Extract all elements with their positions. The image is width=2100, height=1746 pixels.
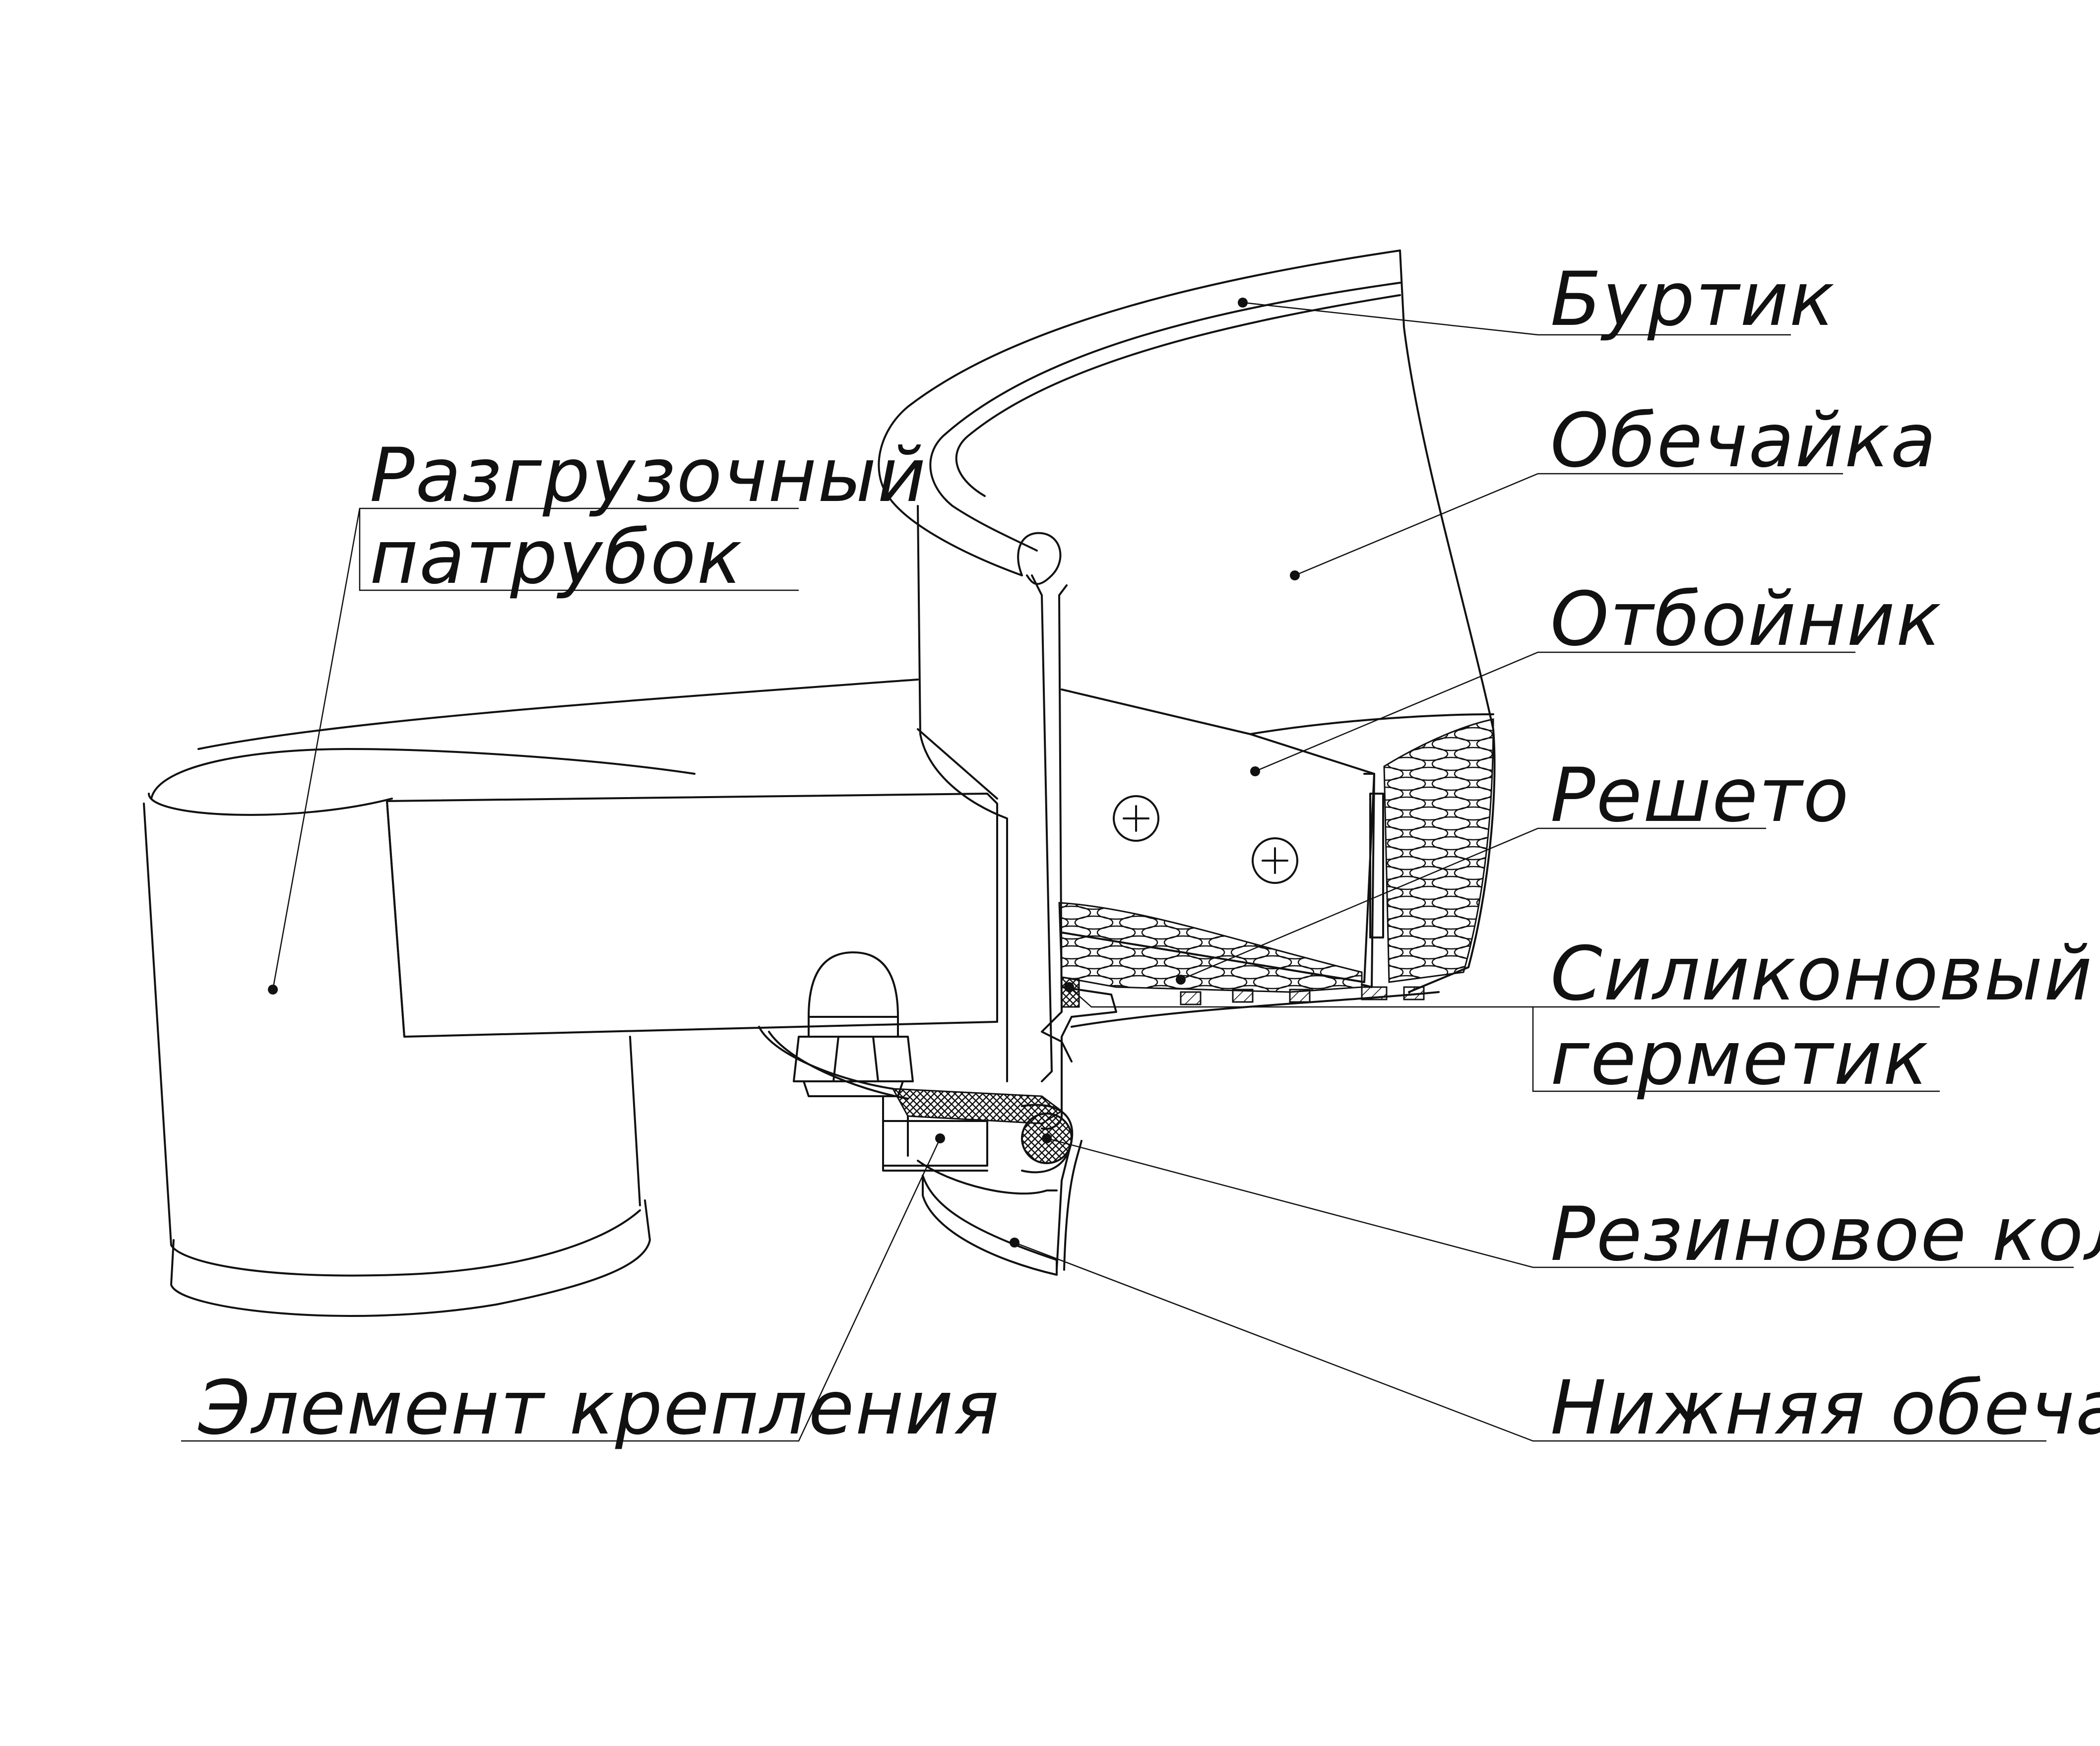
leader-burtik [1242,302,1791,336]
label-rezinovoe-kolco: Резиновое кольцо [1550,1191,2100,1278]
dot-element [935,1133,945,1143]
label-burtik: Буртик [1550,256,1835,343]
label-silikonovy: Силиконовый [1550,931,2093,1017]
label-resheto: Решето [1550,752,1849,839]
dot-nizhnyaya [1010,1238,1019,1247]
label-element-krepleniya: Элемент крепления [198,1365,1000,1451]
label-otboinik: Отбойник [1550,576,1942,663]
leader-patrubok [359,508,799,591]
label-nizhnyaya-obechaika: Нижняя обечайка [1550,1365,2100,1451]
labels: Буртик Обечайка Отбойник Решето Силиконо… [198,256,2100,1451]
leader-resheto [1180,827,1766,981]
label-razgruzochny: Разгрузочный [370,433,927,519]
drawing-geometry [143,249,1496,1317]
leader-otboinik [1255,651,1855,772]
dot-resheto [1176,975,1186,985]
leader-element [181,1138,941,1442]
leader-rezinovoe [1046,1137,2074,1268]
label-germetik: герметик [1550,1015,1929,1102]
dot-silikonovy [1064,982,1074,992]
leader-nizhnyaya [1014,1242,2046,1442]
dot-razgruzochny [268,985,278,995]
dot-rezinovoe [1042,1133,1052,1143]
leader-obechaika [1294,473,1843,576]
dot-otboinik [1250,766,1260,776]
dot-obechaika [1290,570,1300,580]
leader-lines [181,298,2074,1442]
dot-burtik [1238,298,1248,308]
label-patrubok: патрубок [370,514,743,601]
label-obechaika: Обечайка [1550,398,1937,484]
